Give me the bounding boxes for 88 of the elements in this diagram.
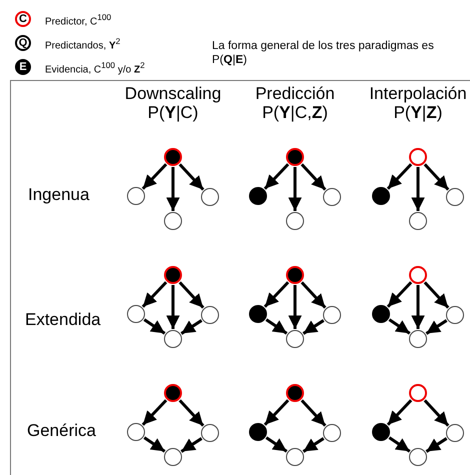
node-circle xyxy=(286,330,304,348)
column-heading: Downscaling xyxy=(124,84,222,104)
arrow xyxy=(302,319,324,335)
arrow xyxy=(386,399,412,426)
node-circle xyxy=(249,423,267,441)
column-formula: P(Y|Z) xyxy=(392,103,444,124)
legend-text: Predictor, C$^{100}$ xyxy=(45,12,112,28)
node-circle xyxy=(201,424,219,442)
arrow xyxy=(264,281,290,308)
arrow xyxy=(300,163,326,191)
node-circle xyxy=(249,187,267,205)
node-circle xyxy=(164,148,182,166)
row-label: Ingenua xyxy=(28,185,90,206)
arrow xyxy=(388,318,411,335)
arrow xyxy=(300,281,326,309)
node-circle xyxy=(372,305,390,323)
node-circle xyxy=(127,187,145,205)
node-circle xyxy=(446,424,464,442)
row-label: Extendida xyxy=(25,310,102,330)
arrow xyxy=(426,319,448,335)
node-circle xyxy=(127,423,145,441)
node-circle xyxy=(409,266,427,284)
row-label: Genérica xyxy=(27,421,97,442)
arrow xyxy=(388,436,411,453)
arrow xyxy=(424,163,450,191)
arrow xyxy=(178,281,204,309)
arrow xyxy=(264,163,290,190)
node-circle xyxy=(409,148,427,166)
letter-circle: E xyxy=(15,59,31,75)
node-circle xyxy=(164,448,182,466)
letter-circle: Q xyxy=(15,35,31,51)
arrow xyxy=(166,285,180,329)
node-circle xyxy=(409,212,427,230)
arrow xyxy=(288,167,302,211)
node-circle xyxy=(409,330,427,348)
arrow xyxy=(180,319,202,335)
node-circle xyxy=(372,423,390,441)
node-circle xyxy=(249,305,267,323)
letter-circle: C xyxy=(15,11,31,27)
column-heading: Predicción xyxy=(254,84,336,104)
node-circle xyxy=(409,384,427,402)
note-text: La forma general de los tres paradigmas es P(Q|E) xyxy=(212,40,435,68)
arrow xyxy=(386,163,412,190)
arrow xyxy=(180,437,202,453)
arrow xyxy=(143,436,166,453)
arrow xyxy=(142,163,168,190)
node-circle xyxy=(409,448,427,466)
arrow xyxy=(143,318,166,335)
arrow xyxy=(424,399,450,427)
arrow xyxy=(178,163,204,191)
node-circle xyxy=(286,266,304,284)
node-circle xyxy=(201,188,219,206)
node-circle xyxy=(164,330,182,348)
legend-text: Evidencia, C$^{100}$ y/o Z$^{2}$ xyxy=(45,60,145,76)
node-circle xyxy=(323,306,341,324)
arrow xyxy=(178,399,204,427)
arrow xyxy=(142,281,168,308)
node-circle xyxy=(164,212,182,230)
arrow xyxy=(142,399,168,426)
node-circle xyxy=(286,148,304,166)
column-formula: P(Y|C) xyxy=(146,103,200,124)
node-circle xyxy=(286,448,304,466)
arrow xyxy=(265,318,288,335)
arrow xyxy=(302,437,324,453)
arrow xyxy=(424,281,450,309)
node-circle xyxy=(201,306,219,324)
arrow xyxy=(426,437,448,453)
node-circle xyxy=(286,384,304,402)
node-circle xyxy=(323,188,341,206)
column-heading: Interpolación xyxy=(368,84,468,104)
arrow xyxy=(166,167,180,211)
node-circle xyxy=(127,305,145,323)
arrow xyxy=(264,399,290,426)
column-formula: P(Y|C,Z) xyxy=(261,103,329,124)
node-circle xyxy=(446,306,464,324)
node-circle xyxy=(286,212,304,230)
node-circle xyxy=(164,384,182,402)
arrow xyxy=(288,285,302,329)
node-circle xyxy=(164,266,182,284)
arrow xyxy=(300,399,326,427)
arrow xyxy=(386,281,412,308)
arrow xyxy=(265,436,288,453)
legend-text: Predictandos, Y$^{2}$ xyxy=(45,36,120,52)
node-circle xyxy=(372,187,390,205)
arrow xyxy=(411,285,425,329)
node-circle xyxy=(446,188,464,206)
node-circle xyxy=(323,424,341,442)
arrow xyxy=(411,167,425,211)
